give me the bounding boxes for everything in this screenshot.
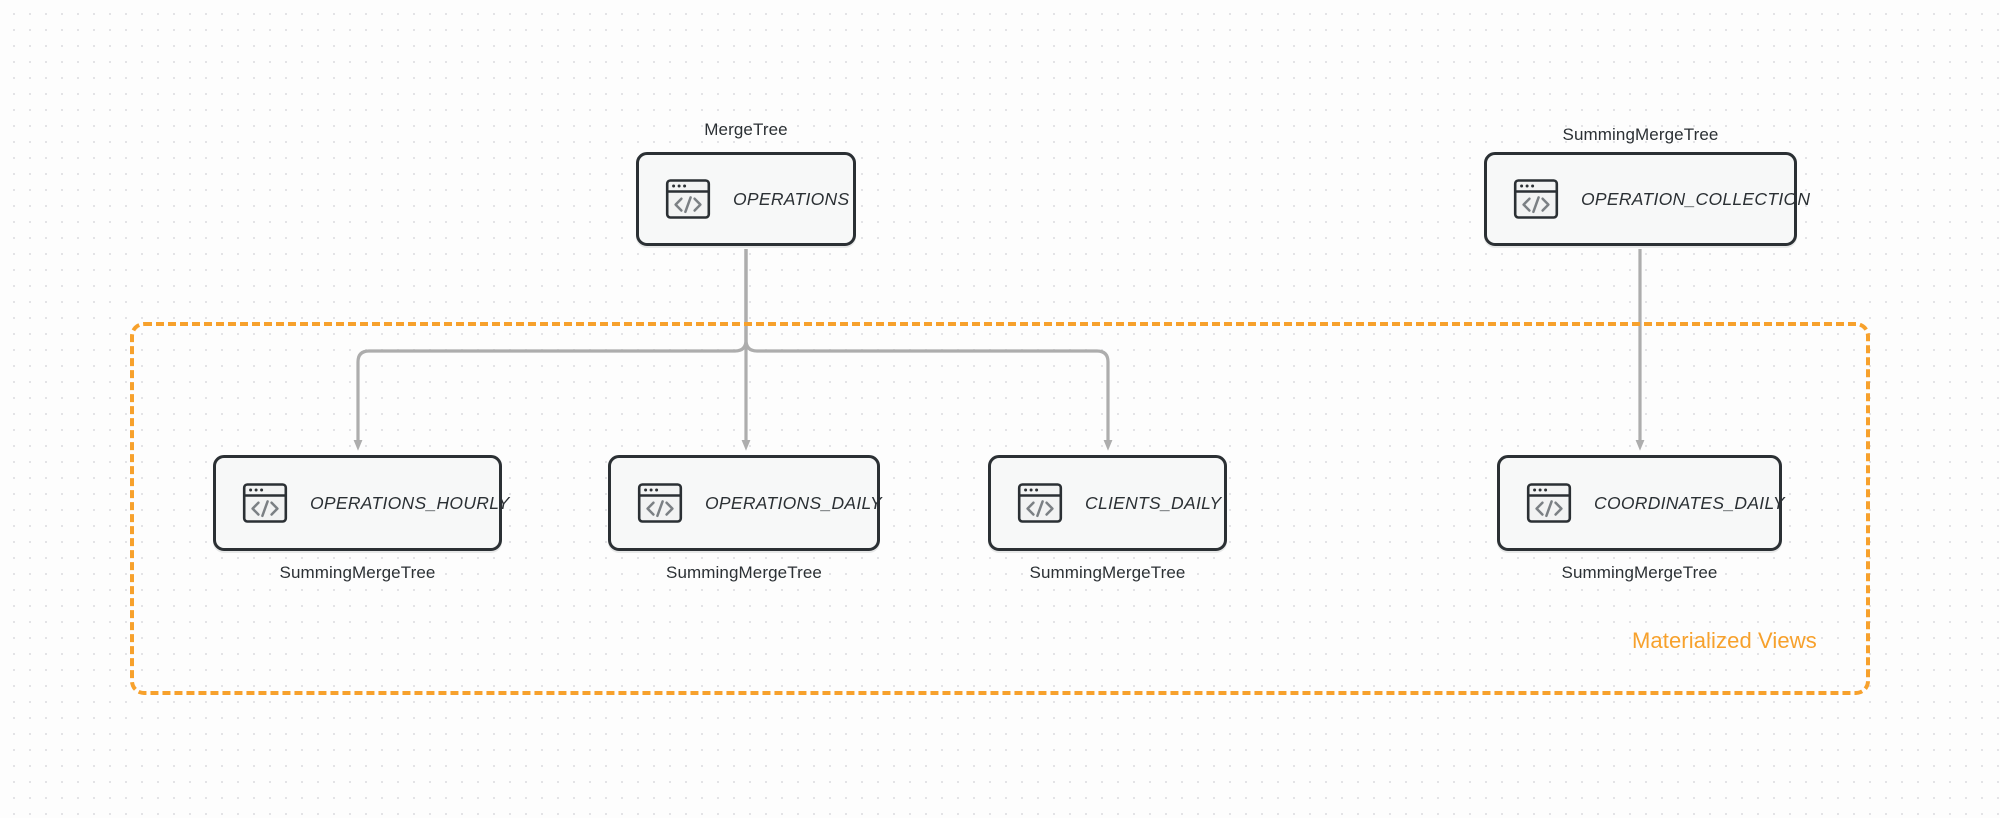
code-window-icon xyxy=(1513,179,1559,219)
node-operations-hourly[interactable]: OPERATIONS_HOURLY xyxy=(213,455,509,551)
node-label-operations: OPERATIONS xyxy=(733,188,850,209)
node-operation-collection[interactable]: OPERATION_COLLECTION xyxy=(1484,152,1810,246)
node-coordinates-daily[interactable]: COORDINATES_DAILY xyxy=(1497,455,1785,551)
node-operations-daily[interactable]: OPERATIONS_DAILY xyxy=(608,455,882,551)
materialized-views-group xyxy=(130,322,1870,695)
code-window-icon xyxy=(665,179,711,219)
node-label-operations-daily: OPERATIONS_DAILY xyxy=(705,492,882,513)
node-label-clients-daily: CLIENTS_DAILY xyxy=(1085,492,1222,513)
node-label-operations-hourly: OPERATIONS_HOURLY xyxy=(310,492,510,513)
engine-caption-coordinates-daily: SummingMergeTree xyxy=(1561,563,1718,582)
code-window-icon xyxy=(242,483,288,523)
materialized-views-group-label: Materialized Views xyxy=(1632,628,1817,653)
code-window-icon xyxy=(1526,483,1572,523)
code-window-icon xyxy=(637,483,683,523)
node-label-operation-collection: OPERATION_COLLECTION xyxy=(1581,188,1811,209)
engine-caption-operations-daily: SummingMergeTree xyxy=(666,563,822,582)
code-window-icon xyxy=(1017,483,1063,523)
node-clients-daily[interactable]: CLIENTS_DAILY xyxy=(988,455,1227,551)
engine-caption-clients-daily: SummingMergeTree xyxy=(1029,563,1186,582)
node-operations[interactable]: OPERATIONS xyxy=(636,152,856,246)
engine-caption-operation-collection: SummingMergeTree xyxy=(1562,125,1719,144)
engine-caption-operations: MergeTree xyxy=(704,120,788,139)
engine-caption-operations-hourly: SummingMergeTree xyxy=(279,563,436,582)
node-label-coordinates-daily: COORDINATES_DAILY xyxy=(1594,492,1785,513)
